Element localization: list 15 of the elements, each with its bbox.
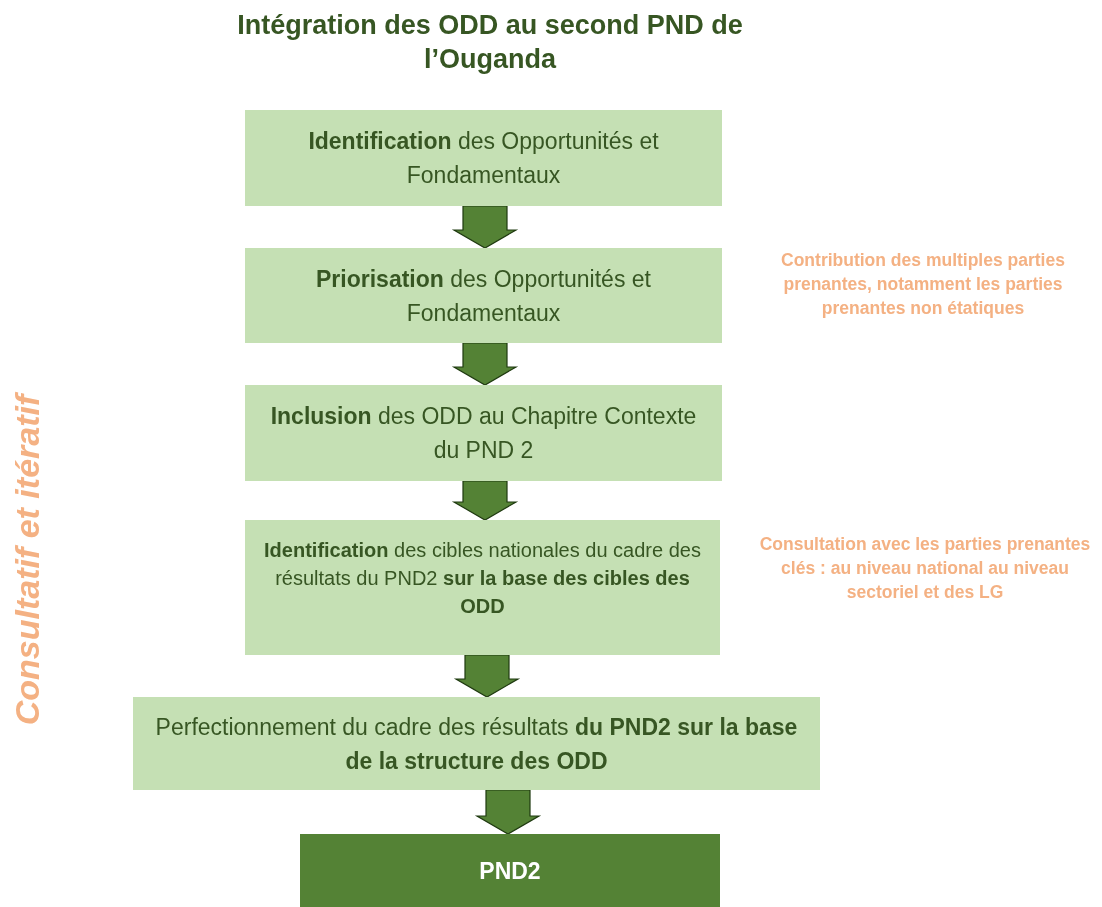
vertical-label: Consultatif et itératif xyxy=(7,394,47,726)
block-arrow xyxy=(474,789,542,835)
block-arrow xyxy=(451,342,519,386)
block-arrow xyxy=(451,205,519,249)
block-arrow xyxy=(453,654,521,698)
block-arrow xyxy=(451,480,519,521)
process-box: Priorisation des Opportunités et Fondamentaux xyxy=(245,248,722,343)
process-box: Perfectionnement du cadre des résultats du PND2 sur la base de la structure des ODD xyxy=(133,697,820,790)
side-note: Consultation avec les parties prenantes clés : au niveau national au niveau sectoriel et des LG xyxy=(758,533,1092,604)
process-box: Identification des cibles nationales du cadre des résultats du PND2 sur la base des cibles des ODD xyxy=(245,520,720,655)
process-box: Identification des Opportunités et Fondamentaux xyxy=(245,110,722,206)
result-box: PND2 xyxy=(300,834,720,907)
process-box: Inclusion des ODD au Chapitre Contexte du PND 2 xyxy=(245,385,722,481)
diagram-title: Intégration des ODD au second PND de l’Ouganda xyxy=(236,9,744,76)
side-note: Contribution des multiples parties prenantes, notamment les parties prenantes non étatiques xyxy=(780,249,1066,320)
